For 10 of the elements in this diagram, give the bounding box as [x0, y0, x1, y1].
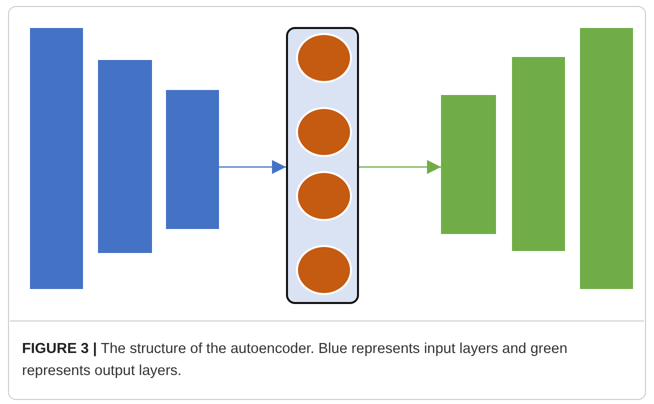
layer-bar	[98, 60, 152, 253]
arrow	[219, 160, 286, 174]
layer-bar	[580, 28, 633, 289]
layer-bar	[30, 28, 83, 289]
layer-bar	[441, 95, 496, 234]
layer-bar	[512, 57, 565, 251]
figure-caption: FIGURE 3 | The structure of the autoencoder. Blue represents input layers and green represents output layers.	[22, 340, 568, 381]
latent-layer-box	[286, 27, 359, 304]
layer-bar	[166, 90, 219, 229]
arrow	[359, 160, 441, 174]
